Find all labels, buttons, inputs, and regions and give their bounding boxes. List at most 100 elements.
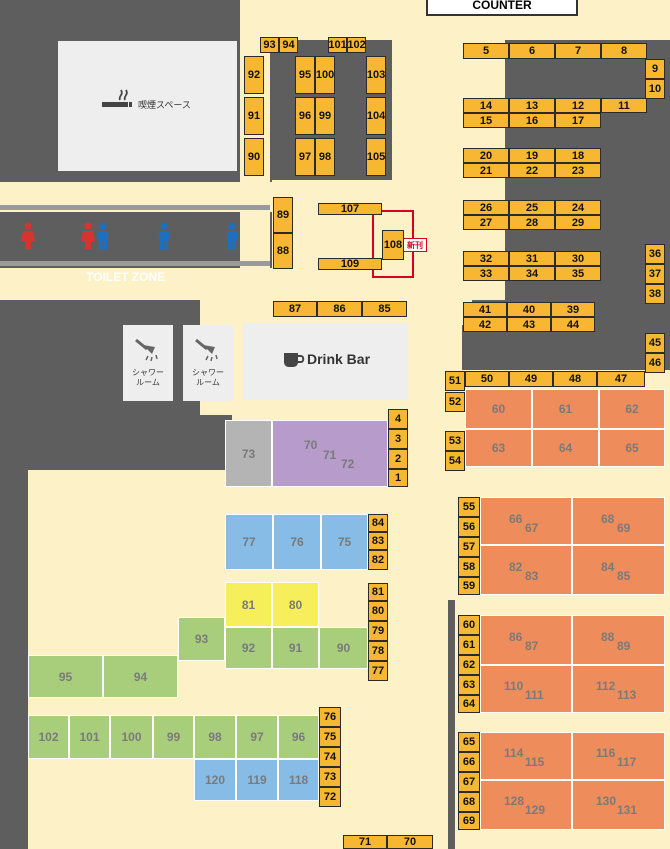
seat-6[interactable]: 6 [509, 43, 555, 59]
seat-71[interactable]: 71 [343, 835, 387, 849]
seat-66[interactable]: 66 [458, 752, 480, 772]
seat-97[interactable]: 97 [295, 138, 315, 176]
seat-35[interactable]: 35 [555, 266, 601, 281]
seat-33[interactable]: 33 [463, 266, 509, 281]
booth-77[interactable]: 77 [225, 514, 273, 570]
seat-54[interactable]: 54 [445, 451, 465, 471]
seat-19[interactable]: 19 [509, 148, 555, 163]
seat-100[interactable]: 100 [315, 56, 335, 94]
seat-81[interactable]: 81 [368, 583, 388, 601]
seat-79[interactable]: 79 [368, 621, 388, 641]
seat-69[interactable]: 69 [458, 812, 480, 830]
booth-101[interactable]: 101 [69, 715, 110, 759]
seat-22[interactable]: 22 [509, 163, 555, 178]
seat-9[interactable]: 9 [645, 59, 665, 79]
seat-58[interactable]: 58 [458, 557, 480, 577]
seat-24[interactable]: 24 [555, 200, 601, 215]
booth-91[interactable]: 91 [272, 627, 319, 669]
seat-107[interactable]: 107 [318, 203, 382, 215]
seat-53[interactable]: 53 [445, 431, 465, 451]
seat-29[interactable]: 29 [555, 215, 601, 230]
booth-61[interactable]: 61 [532, 389, 599, 429]
seat-77[interactable]: 77 [368, 661, 388, 681]
seat-41[interactable]: 41 [463, 302, 507, 317]
seat-1[interactable]: 1 [388, 469, 408, 487]
seat-80[interactable]: 80 [368, 601, 388, 621]
seat-51[interactable]: 51 [445, 371, 465, 391]
booth-100[interactable]: 100 [110, 715, 153, 759]
seat-73[interactable]: 73 [319, 767, 341, 787]
seat-49[interactable]: 49 [509, 371, 553, 387]
seat-86[interactable]: 86 [317, 301, 362, 317]
seat-104[interactable]: 104 [366, 97, 386, 135]
seat-90[interactable]: 90 [244, 138, 264, 176]
seat-17[interactable]: 17 [555, 113, 601, 128]
booth-98[interactable]: 98 [194, 715, 236, 759]
booth-96[interactable]: 96 [278, 715, 319, 759]
seat-15[interactable]: 15 [463, 113, 509, 128]
booth-92[interactable]: 92 [225, 627, 272, 669]
seat-14[interactable]: 14 [463, 98, 509, 113]
booth-99[interactable]: 99 [153, 715, 194, 759]
seat-87[interactable]: 87 [273, 301, 317, 317]
seat-63[interactable]: 63 [458, 675, 480, 695]
seat-30[interactable]: 30 [555, 251, 601, 266]
seat-89[interactable]: 89 [273, 197, 293, 233]
seat-5[interactable]: 5 [463, 43, 509, 59]
seat-52[interactable]: 52 [445, 392, 465, 412]
booth-93[interactable]: 93 [178, 617, 225, 661]
booth-90[interactable]: 90 [319, 627, 368, 669]
seat-43[interactable]: 43 [507, 317, 551, 332]
seat-82[interactable]: 82 [368, 550, 388, 570]
seat-21[interactable]: 21 [463, 163, 509, 178]
seat-42[interactable]: 42 [463, 317, 507, 332]
seat-11[interactable]: 11 [601, 98, 647, 113]
seat-93[interactable]: 93 [260, 37, 279, 53]
seat-7[interactable]: 7 [555, 43, 601, 59]
seat-68[interactable]: 68 [458, 792, 480, 812]
seat-61[interactable]: 61 [458, 635, 480, 655]
booth-62[interactable]: 62 [599, 389, 665, 429]
seat-25[interactable]: 25 [509, 200, 555, 215]
seat-92[interactable]: 92 [244, 56, 264, 94]
booth-65[interactable]: 65 [599, 429, 665, 467]
seat-78[interactable]: 78 [368, 641, 388, 661]
seat-26[interactable]: 26 [463, 200, 509, 215]
seat-44[interactable]: 44 [551, 317, 595, 332]
seat-96[interactable]: 96 [295, 97, 315, 135]
seat-34[interactable]: 34 [509, 266, 555, 281]
seat-74[interactable]: 74 [319, 747, 341, 767]
seat-3[interactable]: 3 [388, 429, 408, 449]
seat-102[interactable]: 102 [347, 37, 366, 53]
seat-101[interactable]: 101 [328, 37, 347, 53]
seat-39[interactable]: 39 [551, 302, 595, 317]
seat-45[interactable]: 45 [645, 333, 665, 353]
seat-20[interactable]: 20 [463, 148, 509, 163]
booth-97[interactable]: 97 [236, 715, 278, 759]
seat-47[interactable]: 47 [597, 371, 645, 387]
seat-88[interactable]: 88 [273, 233, 293, 269]
seat-50[interactable]: 50 [465, 371, 509, 387]
booth-75[interactable]: 75 [321, 514, 368, 570]
seat-70[interactable]: 70 [387, 835, 433, 849]
booth-73[interactable]: 73 [225, 420, 272, 487]
seat-72[interactable]: 72 [319, 787, 341, 807]
seat-10[interactable]: 10 [645, 79, 665, 99]
seat-16[interactable]: 16 [509, 113, 555, 128]
seat-95[interactable]: 95 [295, 56, 315, 94]
seat-36[interactable]: 36 [645, 244, 665, 264]
seat-31[interactable]: 31 [509, 251, 555, 266]
seat-94[interactable]: 94 [279, 37, 298, 53]
seat-67[interactable]: 67 [458, 772, 480, 792]
seat-84[interactable]: 84 [368, 514, 388, 532]
seat-8[interactable]: 8 [601, 43, 647, 59]
seat-99[interactable]: 99 [315, 97, 335, 135]
seat-40[interactable]: 40 [507, 302, 551, 317]
